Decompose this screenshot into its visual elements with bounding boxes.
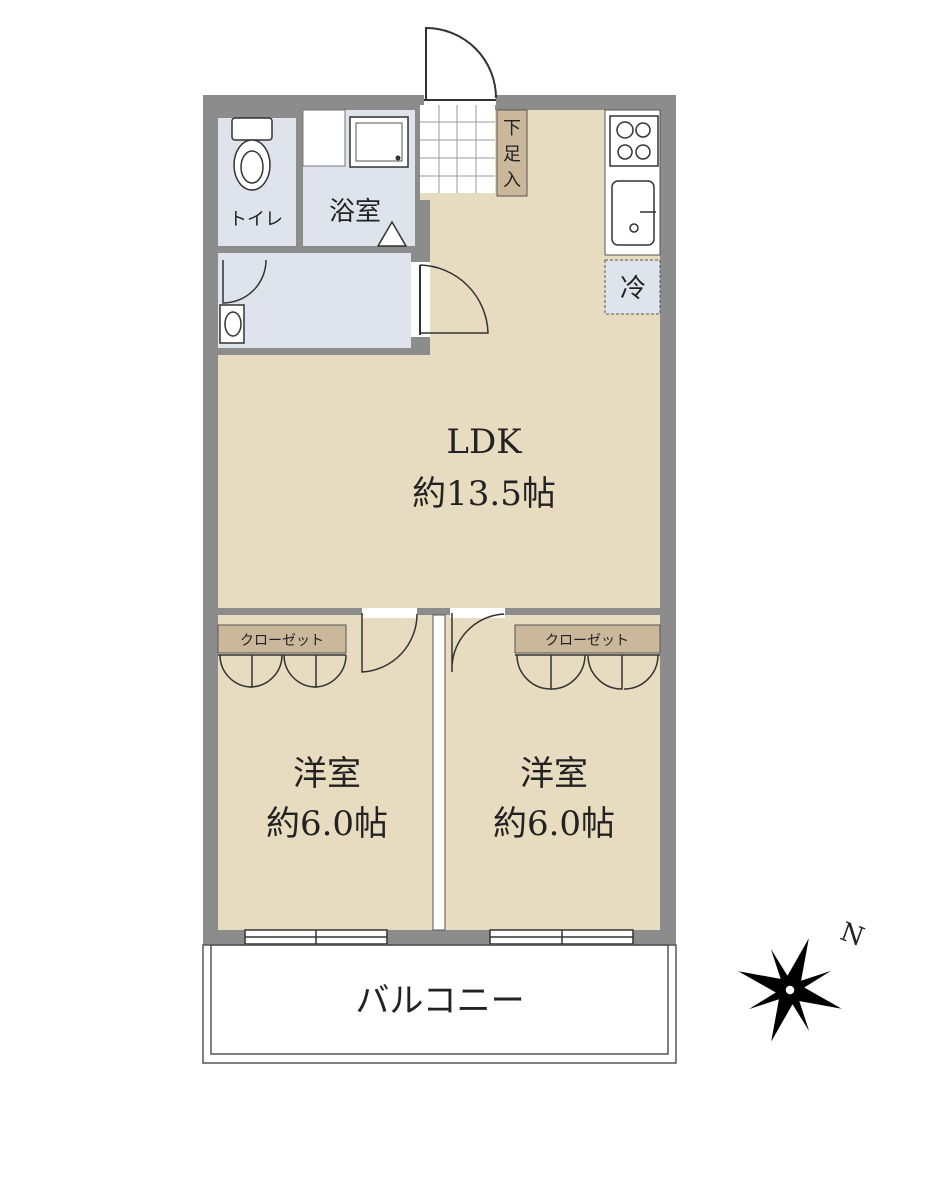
compass-icon — [738, 938, 842, 1042]
sink-icon — [611, 180, 656, 246]
balcony — [202, 944, 677, 1064]
genkan-tiles — [420, 105, 495, 193]
bath-door-triangle-icon — [376, 220, 408, 247]
closet-right-doors — [515, 654, 660, 690]
western-right-floor — [445, 615, 660, 930]
western-left-door-gap — [362, 608, 417, 618]
fridge-label: 冷 — [620, 274, 646, 304]
closet-left-doors — [218, 654, 347, 688]
ldk-door-arc — [419, 264, 489, 334]
ldk-name: LDK — [446, 422, 522, 462]
bath-drain-icon — [395, 155, 401, 161]
western-right-name: 洋室 — [520, 754, 588, 794]
shoe-box-char-1: 下 — [503, 118, 521, 139]
western-right-door-gap — [450, 608, 505, 618]
closet-left-label: クローゼット — [240, 633, 324, 649]
washbasin-icon — [219, 304, 245, 344]
ldk-floor — [218, 110, 660, 608]
fridge-space — [604, 259, 661, 315]
closet-left — [217, 624, 347, 654]
stove-icon — [609, 115, 659, 167]
compass-north-label: N — [836, 917, 868, 953]
bathtub-inner — [355, 122, 403, 162]
bath-utility-box — [302, 109, 346, 167]
toilet-icon — [231, 117, 273, 191]
western-right-size: 約6.0帖 — [493, 804, 615, 844]
shoe-box-char-3: 入 — [503, 170, 521, 191]
balcony-windows — [244, 929, 634, 945]
western-left-size: 約6.0帖 — [266, 804, 388, 844]
balcony-label: バルコニー — [355, 981, 524, 1021]
bath-label: 浴室 — [329, 197, 381, 227]
shoe-box — [496, 109, 528, 197]
western-left-floor — [218, 615, 433, 930]
western-partition — [432, 614, 446, 931]
ldk-size: 約13.5帖 — [412, 474, 556, 514]
closet-right — [514, 624, 661, 654]
washroom-floor — [218, 253, 411, 348]
balcony-rail — [210, 944, 669, 1055]
closet-right-label: クローゼット — [545, 633, 629, 649]
western-left-name: 洋室 — [293, 754, 361, 794]
western-right-door — [451, 613, 505, 673]
shoe-box-char-2: 足 — [503, 144, 521, 165]
western-left-door — [361, 613, 418, 673]
toilet-label: トイレ — [229, 209, 283, 230]
washroom-door — [222, 259, 267, 304]
entrance-door — [425, 26, 497, 100]
